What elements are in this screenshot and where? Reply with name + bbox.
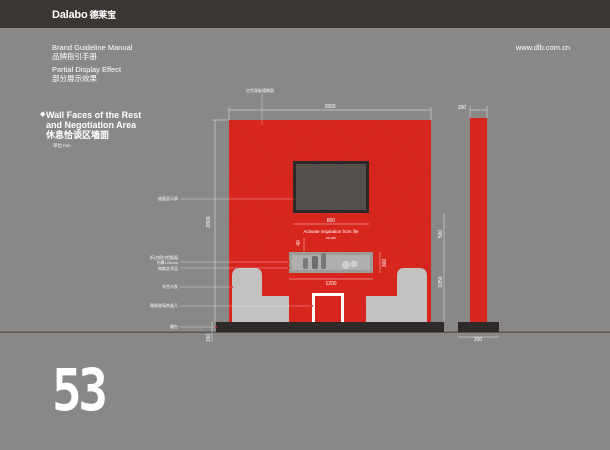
unit-label: 单位:mm: [53, 143, 71, 148]
tea-table-inner: [315, 296, 341, 322]
dim-side-depth: 200: [474, 337, 483, 343]
dim-shelf-height: 300: [382, 259, 388, 268]
dim-base-height: 150: [206, 334, 212, 343]
website-url: www.dlb.com.cn: [515, 43, 570, 52]
slogan-text: Activate inspiration from life: [303, 229, 359, 234]
tv-panel: [296, 164, 366, 210]
bullet-icon: ◆: [40, 111, 46, 118]
vase-2: [312, 256, 318, 269]
callout-table: 雅致玻璃茶桌几: [150, 302, 178, 308]
dim-width: 2800: [324, 104, 335, 110]
section-title: ◆ Wall Faces of the Rest and Negotiation…: [40, 110, 142, 140]
dim-side-width: 200: [458, 105, 467, 111]
callout-display: 梅散艺术品: [158, 265, 178, 271]
callout-shelf-1: 折边喷白铝锻面: [150, 254, 178, 260]
callout-screen: 液晶显示屏: [158, 195, 178, 201]
display-title: Partial Display Effect 部分展示效果: [52, 65, 122, 83]
slogan-sub: DALABO: [326, 237, 336, 240]
vase-3: [321, 253, 326, 269]
base-platform: [216, 322, 444, 332]
ornament-2: [350, 260, 358, 268]
callout-leaders: [180, 94, 312, 328]
dim-shelf-width: 1200: [325, 281, 336, 287]
dim-right-low: 1050: [438, 276, 444, 287]
callout-shelf-2: 内厚120mm: [157, 259, 179, 265]
side-column: [470, 118, 487, 322]
dim-right-mid: 500: [438, 230, 444, 239]
callout-sofa: 灰色沙发: [162, 283, 178, 289]
dimension-lines: [211, 106, 499, 342]
dim-gap: 40: [296, 240, 302, 246]
left-sofa: [232, 268, 289, 322]
vase-1: [303, 258, 308, 269]
dim-height: 2800: [206, 216, 212, 227]
side-base: [458, 322, 499, 332]
shelf-inner: [292, 255, 370, 270]
dim-tv-width: 800: [327, 218, 336, 224]
right-sofa: [366, 268, 427, 322]
page-number: 53: [52, 356, 108, 424]
manual-title: Brand Guideline Manual 品牌指引手册: [52, 43, 133, 61]
callout-dots: [215, 125, 313, 328]
ornament-1: [342, 261, 350, 269]
callout-red-wall: 红色背板墙刷面: [246, 87, 274, 93]
callout-base: 踏台: [170, 323, 178, 329]
